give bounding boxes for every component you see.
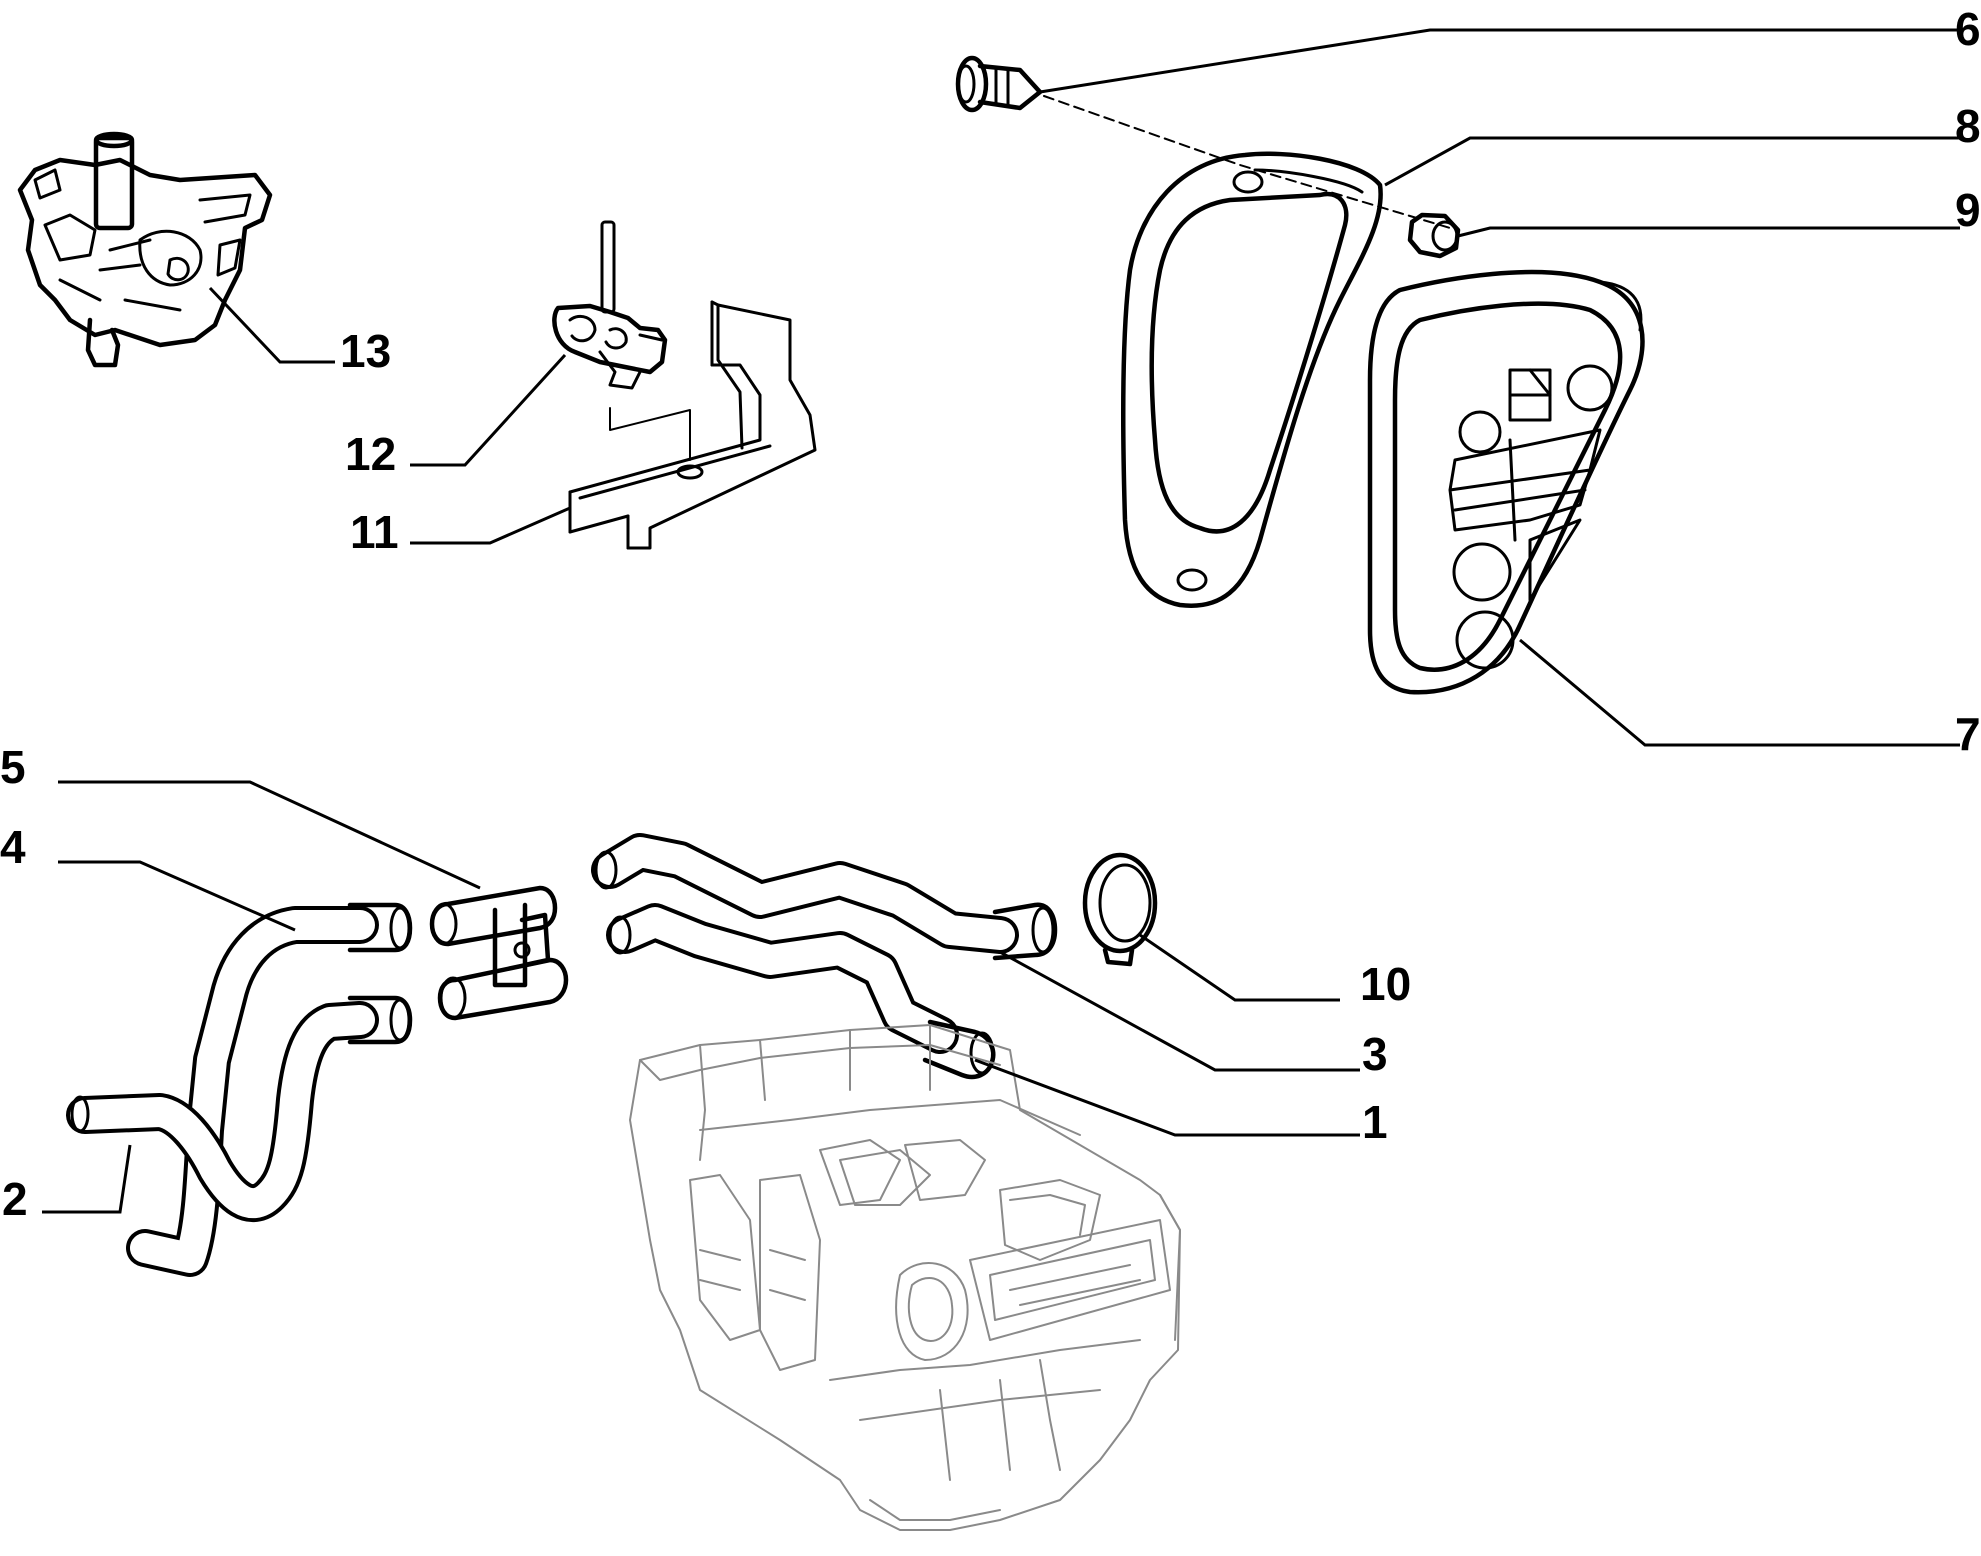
callout-13: 13 — [340, 325, 391, 377]
callout-3: 3 — [1362, 1028, 1388, 1080]
part-7-cover — [1367, 269, 1645, 695]
leader-lines — [42, 28, 1960, 1214]
callout-7: 7 — [1955, 708, 1981, 760]
callout-11: 11 — [350, 506, 399, 558]
callout-1: 1 — [1362, 1096, 1388, 1148]
part-3-pipe — [591, 833, 1058, 961]
callout-10: 10 — [1360, 958, 1411, 1010]
callout-12: 12 — [345, 428, 396, 480]
part-10-clamp — [1082, 852, 1158, 967]
part-8-gasket — [1120, 151, 1383, 608]
part-13-heater-valve — [17, 131, 273, 368]
callout-2: 2 — [2, 1173, 28, 1225]
part-4-pipe — [126, 902, 413, 1277]
part-12-clip — [552, 220, 668, 390]
callout-6: 6 — [1955, 3, 1981, 55]
callout-4: 4 — [0, 821, 26, 873]
callout-5: 5 — [0, 741, 26, 793]
part-11-bracket — [568, 300, 817, 550]
part-2-pipe — [66, 995, 413, 1223]
callout-8: 8 — [1955, 100, 1981, 152]
part-9-clip-nut — [1407, 212, 1461, 259]
heater-unit-housing — [629, 1024, 1181, 1531]
callout-9: 9 — [1955, 184, 1981, 236]
part-6-screw — [955, 55, 1043, 113]
part-5-connector — [429, 885, 569, 1021]
callout-labels: 6 8 9 7 13 12 11 5 4 2 10 3 1 — [0, 3, 1981, 1225]
